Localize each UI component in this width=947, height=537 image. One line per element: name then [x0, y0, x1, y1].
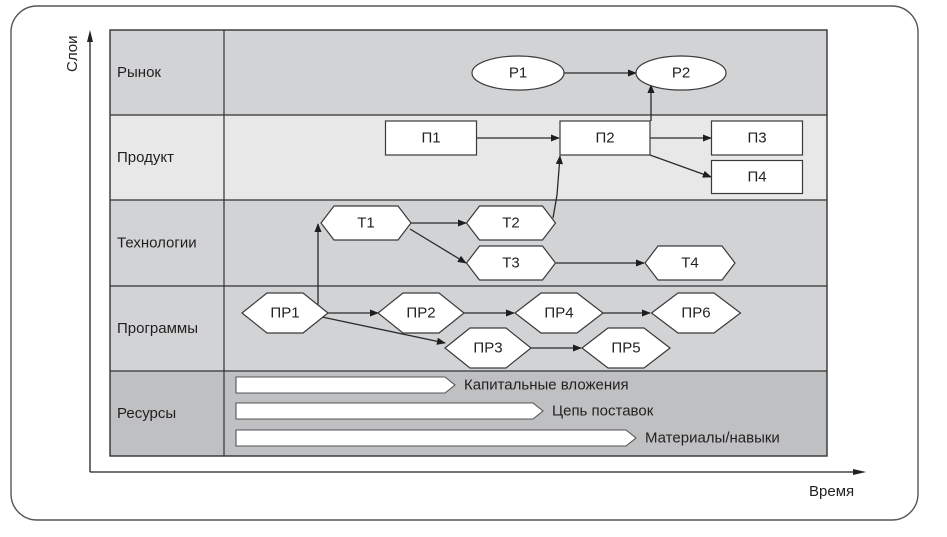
table-border	[109, 29, 828, 457]
node-label: ПР3	[473, 340, 502, 357]
node-label: ПР4	[544, 305, 573, 322]
rect-shape	[559, 120, 651, 156]
edge-pg1-to-pg3	[321, 316, 446, 345]
node-pg3[interactable]: ПР3	[444, 327, 532, 369]
resource-arrow-shape	[235, 376, 456, 394]
diamond-shape	[444, 327, 532, 369]
node-t2[interactable]: Т2	[465, 205, 557, 241]
node-t4[interactable]: Т4	[644, 245, 736, 281]
node-pr_3[interactable]: П3	[710, 120, 804, 156]
node-label: П4	[747, 169, 766, 186]
node-pg2[interactable]: ПР2	[377, 292, 465, 334]
rect-shape	[710, 120, 804, 156]
edge-pr_2-to-pr_4	[649, 154, 712, 178]
layer-label: Ресурсы	[117, 405, 176, 422]
node-label: ПР2	[406, 305, 435, 322]
resource-bar: Цепь поставок	[235, 402, 654, 420]
layer-label: Технологии	[117, 235, 197, 252]
node-label: ПР6	[681, 305, 710, 322]
node-label: П2	[595, 130, 614, 147]
resource-bar: Капитальные вложения	[235, 376, 629, 394]
node-pr_2[interactable]: П2	[559, 120, 651, 156]
resource-arrow-shape	[235, 429, 637, 447]
resource-label: Капитальные вложения	[464, 377, 629, 394]
node-label: Р2	[672, 65, 690, 82]
diamond-shape	[377, 292, 465, 334]
rect-shape	[710, 159, 804, 195]
node-t3[interactable]: Т3	[465, 245, 557, 281]
layer-label: Программы	[117, 320, 198, 337]
node-label: Т3	[502, 255, 520, 272]
y-axis-arrow-icon	[87, 30, 93, 42]
node-p2[interactable]: Р2	[635, 55, 727, 91]
node-label: ПР5	[611, 340, 640, 357]
node-label: Т2	[502, 215, 520, 232]
x-axis-label: Время	[809, 483, 854, 500]
x-axis-arrow-icon	[853, 469, 866, 475]
resource-label: Цепь поставок	[552, 403, 654, 420]
diamond-shape	[581, 327, 671, 369]
edge-t2-to-pr_2	[552, 155, 563, 219]
layer-label: Продукт	[117, 149, 174, 166]
edge-t1-to-t3	[409, 228, 467, 264]
resource-bar: Материалы/навыки	[235, 429, 780, 447]
resource-arrow-shape	[235, 402, 544, 420]
node-label: П3	[747, 130, 766, 147]
node-label: Т4	[681, 255, 699, 272]
ellipse-shape	[635, 55, 727, 91]
rect-shape	[384, 120, 478, 156]
hexagon-shape	[465, 245, 557, 281]
hexagon-shape	[644, 245, 736, 281]
node-p1[interactable]: Р1	[471, 55, 565, 91]
node-label: П1	[421, 130, 440, 147]
hexagon-shape	[320, 205, 412, 241]
diamond-shape	[650, 292, 742, 334]
ellipse-shape	[471, 55, 565, 91]
node-label: Р1	[509, 65, 527, 82]
layer-label: Рынок	[117, 64, 161, 81]
node-pg4[interactable]: ПР4	[514, 292, 604, 334]
y-axis-label: Слои	[64, 36, 81, 72]
node-pg5[interactable]: ПР5	[581, 327, 671, 369]
diamond-shape	[241, 292, 329, 334]
node-pr_4[interactable]: П4	[710, 159, 804, 195]
diamond-shape	[514, 292, 604, 334]
node-label: Т1	[357, 215, 375, 232]
node-pg6[interactable]: ПР6	[650, 292, 742, 334]
node-t1[interactable]: Т1	[320, 205, 412, 241]
node-pg1[interactable]: ПР1	[241, 292, 329, 334]
node-pr_1[interactable]: П1	[384, 120, 478, 156]
node-label: ПР1	[270, 305, 299, 322]
hexagon-shape	[465, 205, 557, 241]
resource-label: Материалы/навыки	[645, 430, 780, 447]
